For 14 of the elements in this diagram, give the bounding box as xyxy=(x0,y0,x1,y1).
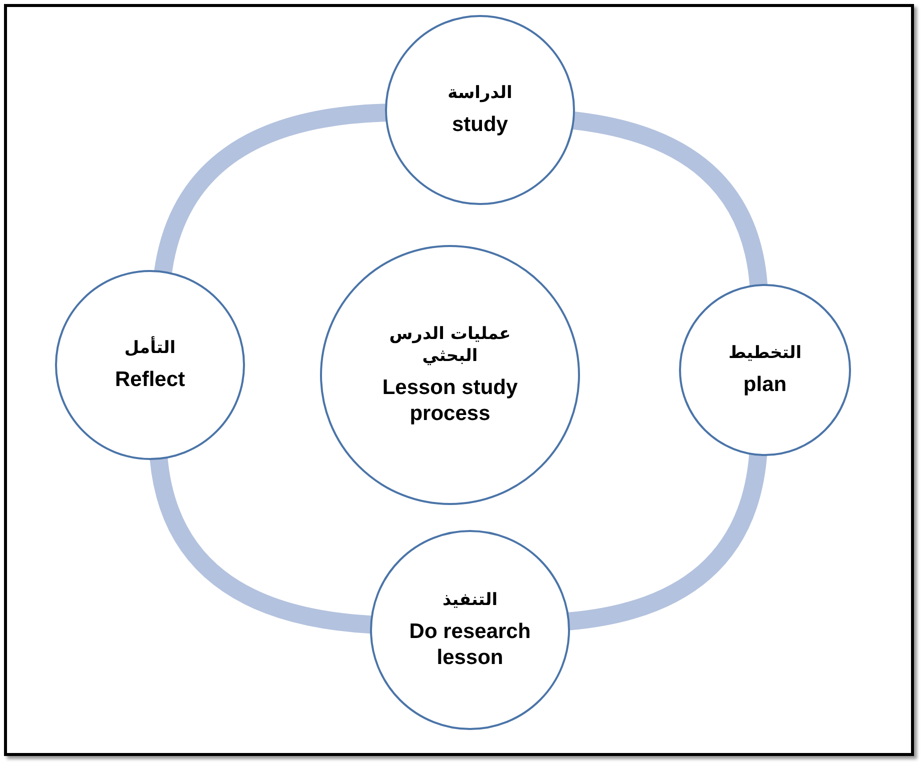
node-label: Lesson study process xyxy=(381,375,519,427)
node-label: plan xyxy=(743,372,787,398)
ring-arc xyxy=(572,112,768,286)
ring-arc xyxy=(150,457,372,634)
node-label: Reflect xyxy=(114,367,186,393)
ring-arc xyxy=(568,454,768,630)
node-label: التخطيط xyxy=(728,342,802,364)
node-label: study xyxy=(452,112,508,138)
node-label: Do research lesson xyxy=(408,619,532,671)
node-label: الدراسة xyxy=(448,82,512,104)
node-label: عمليات الدرس البحثي xyxy=(388,323,512,367)
node-label: التنفيذ xyxy=(442,589,498,611)
node-label: التأمل xyxy=(124,337,176,359)
ring-arc xyxy=(154,104,387,274)
